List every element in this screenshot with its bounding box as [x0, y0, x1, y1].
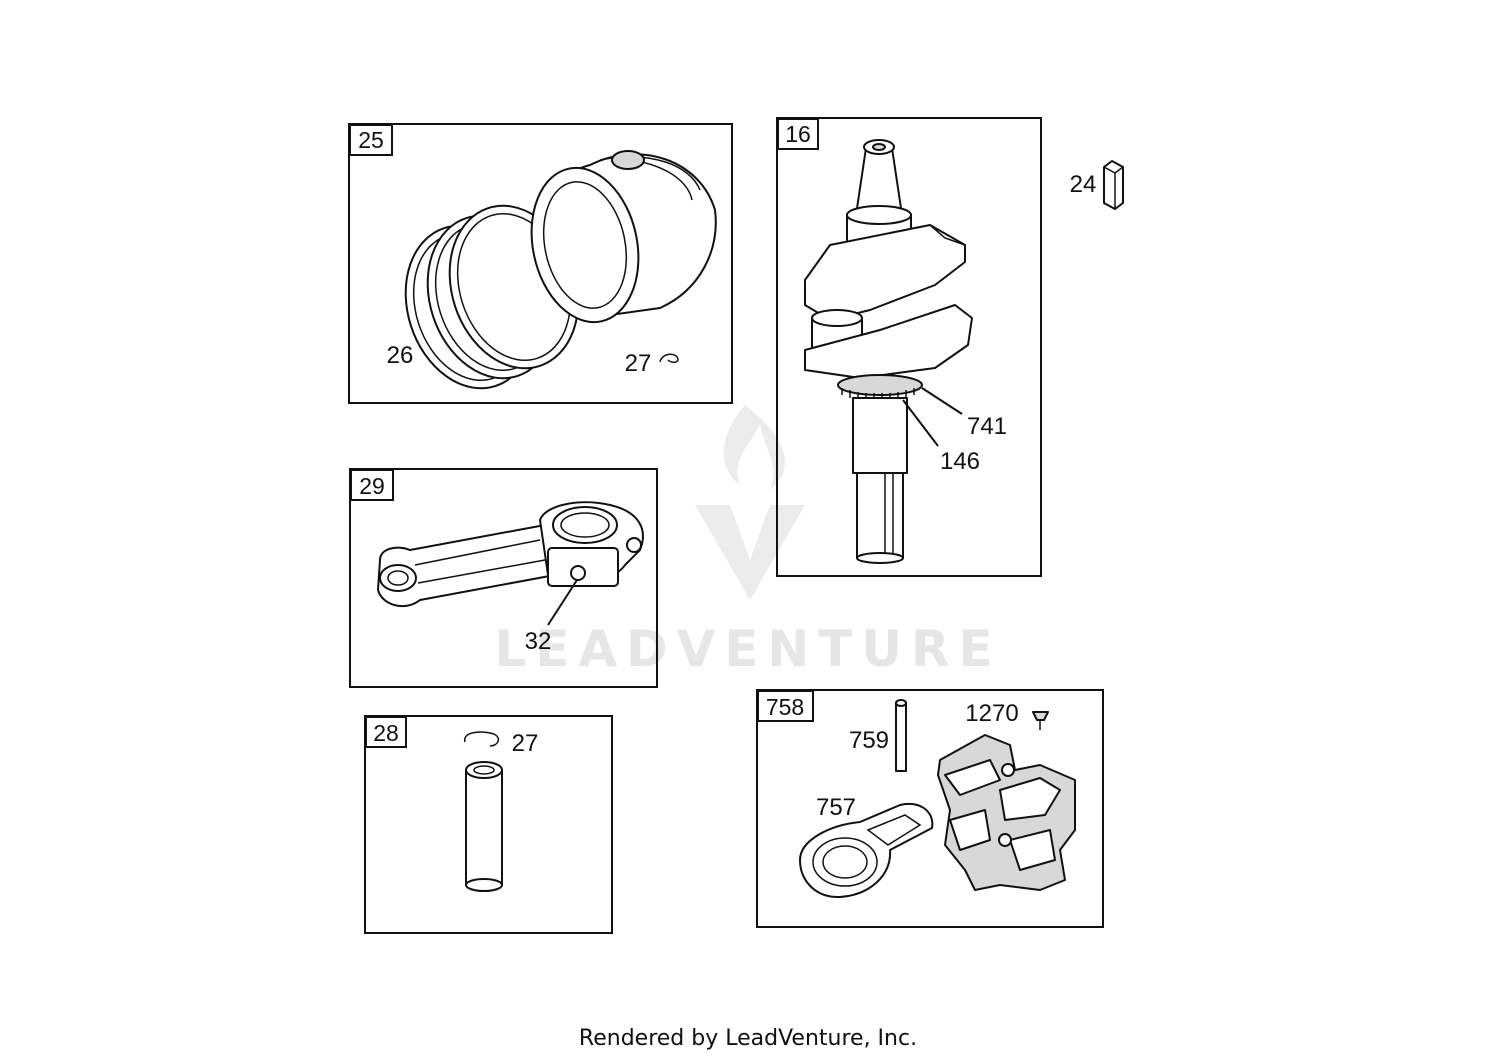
group-25-number: 25	[358, 127, 384, 153]
group-16-frame	[776, 117, 1042, 577]
part-741-label[interactable]: 741	[967, 413, 1007, 440]
crankshaft-drawing	[804, 139, 973, 564]
piston-pin-drawing	[465, 761, 503, 892]
group-29-frame	[349, 468, 658, 688]
pin-759-drawing	[895, 699, 907, 772]
part-24[interactable]: 24	[1070, 160, 1124, 210]
part-757-label[interactable]: 757	[816, 794, 856, 821]
part-759-label[interactable]: 759	[849, 727, 889, 754]
part-146-leader	[902, 399, 939, 447]
part-26-label[interactable]: 26	[387, 342, 414, 369]
group-16-tag	[777, 118, 819, 150]
group-29[interactable]: 29 32	[349, 468, 658, 688]
group-28[interactable]: 28 27	[364, 715, 613, 934]
part-24-label[interactable]: 24	[1070, 171, 1097, 198]
part-32-label[interactable]: 32	[525, 628, 552, 655]
part-1270-label[interactable]: 1270	[965, 700, 1018, 727]
connecting-rod-drawing	[377, 501, 644, 608]
piston-drawing	[530, 150, 717, 324]
group-25-tag	[349, 124, 393, 156]
watermark-text: LEADVENTURE	[494, 620, 1001, 678]
part-146-label[interactable]: 146	[940, 448, 980, 475]
group-16-number: 16	[785, 121, 811, 147]
watermark-logo-icon	[695, 405, 805, 600]
retainer-clip-icon	[464, 731, 500, 747]
part-32-leader	[547, 579, 578, 626]
group-29-number: 29	[359, 473, 385, 499]
group-758-number: 758	[766, 694, 804, 720]
group-16[interactable]: 16 741	[776, 117, 1042, 577]
governor-bracket-drawing	[937, 734, 1076, 891]
footer-credit: Rendered by LeadVenture, Inc.	[579, 1026, 917, 1051]
group-25-frame	[348, 123, 733, 404]
group-25[interactable]: 25 26 27	[348, 123, 733, 405]
group-28-frame	[364, 715, 613, 934]
group-758[interactable]: 758 759 1270 757	[756, 689, 1104, 928]
part-27-label[interactable]: 27	[512, 730, 539, 757]
group-28-tag	[365, 716, 407, 748]
group-758-tag	[757, 690, 814, 722]
screw-icon	[1032, 711, 1049, 730]
key-drawing	[1103, 160, 1124, 210]
governor-gear-drawing	[799, 802, 934, 899]
group-758-frame	[756, 689, 1104, 928]
part-741-leader	[921, 387, 963, 415]
group-28-number: 28	[373, 720, 399, 746]
group-29-tag	[350, 469, 394, 501]
retainer-clip-icon	[659, 353, 679, 364]
part-27-label[interactable]: 27	[625, 350, 652, 377]
